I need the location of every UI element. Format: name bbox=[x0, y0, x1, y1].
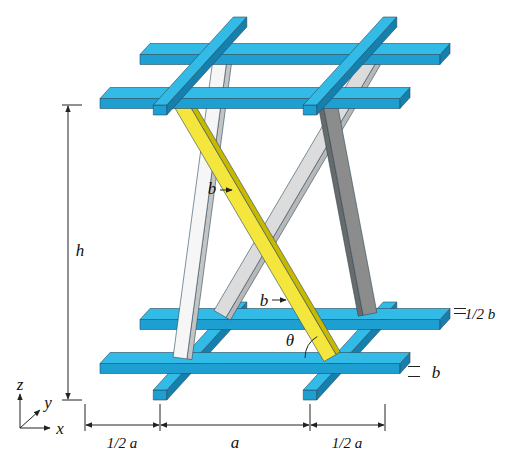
bar-face bbox=[153, 105, 167, 115]
dimension-label: b bbox=[260, 292, 269, 309]
bar-face bbox=[317, 17, 397, 115]
dimension-label: 1/2 a bbox=[332, 436, 362, 451]
leader-line bbox=[272, 300, 286, 301]
axis-arrow bbox=[20, 394, 21, 428]
dimension-line bbox=[86, 425, 159, 426]
strut bbox=[323, 102, 377, 316]
dimension-label: z bbox=[17, 376, 24, 393]
extension-line bbox=[85, 404, 86, 431]
strut bbox=[174, 100, 336, 362]
bar-face bbox=[153, 390, 167, 400]
axis-arrow bbox=[20, 410, 40, 428]
dimension-label: h bbox=[76, 242, 85, 259]
leader-line bbox=[220, 190, 232, 191]
extension-line bbox=[62, 105, 82, 106]
bar-face bbox=[100, 364, 400, 374]
dimension-label: b bbox=[208, 180, 217, 197]
dimension-label: y bbox=[44, 394, 52, 411]
extension-line bbox=[62, 400, 82, 401]
bar-face bbox=[303, 17, 397, 105]
bar-face bbox=[303, 105, 317, 115]
dimension-label: 1/2 a bbox=[107, 436, 137, 451]
dimension-line bbox=[68, 106, 69, 399]
bar-face bbox=[100, 353, 410, 364]
dimension-line bbox=[311, 425, 384, 426]
extension-line bbox=[385, 404, 386, 431]
bar-face bbox=[100, 99, 400, 109]
strut-side bbox=[186, 97, 340, 355]
bar-face bbox=[303, 390, 317, 400]
axis-arrow bbox=[20, 428, 50, 429]
extension-line bbox=[454, 308, 466, 309]
bar-face bbox=[153, 17, 247, 105]
extension-line bbox=[408, 376, 420, 377]
extension-line bbox=[160, 404, 161, 431]
dimension-label: b bbox=[432, 364, 441, 381]
dimension-label: a bbox=[231, 434, 240, 451]
dimension-label: 1/2 b bbox=[465, 307, 495, 322]
dimension-label: θ bbox=[286, 332, 294, 349]
bar-face bbox=[100, 88, 410, 99]
extension-line bbox=[408, 366, 420, 367]
bar-face bbox=[140, 44, 450, 55]
extension-line bbox=[310, 404, 311, 431]
bar-face bbox=[140, 55, 440, 65]
extension-line bbox=[454, 313, 466, 314]
dimension-line bbox=[161, 425, 309, 426]
angle-arc bbox=[305, 337, 317, 359]
bar-face bbox=[167, 17, 247, 115]
dimension-label: x bbox=[56, 420, 64, 437]
